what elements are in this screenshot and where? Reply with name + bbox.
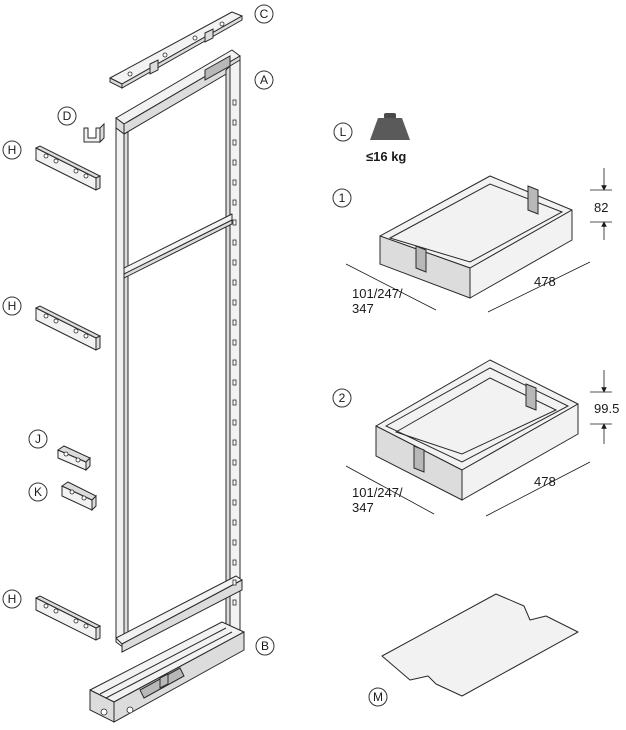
frame-slot-hole xyxy=(232,399,237,406)
tray-2-dimensions xyxy=(345,370,612,517)
frame-slot-hole xyxy=(232,499,237,506)
callout-h-top: H xyxy=(2,140,22,160)
svg-text:M: M xyxy=(373,690,383,704)
frame-slot-hole xyxy=(232,319,237,326)
connector-k xyxy=(60,481,97,512)
svg-text:1: 1 xyxy=(339,191,346,205)
frame-slot-hole xyxy=(232,539,237,546)
callout-m: M xyxy=(368,687,388,707)
svg-text:J: J xyxy=(35,432,41,446)
svg-text:H: H xyxy=(8,592,17,606)
frame-slot-hole xyxy=(232,239,237,246)
frame-slot-hole xyxy=(232,139,237,146)
tray-1 xyxy=(379,175,573,299)
top-bracket-c xyxy=(109,11,243,89)
frame-slot-hole xyxy=(232,119,237,126)
svg-text:H: H xyxy=(8,143,17,157)
tray-2 xyxy=(375,359,579,501)
clip-d xyxy=(83,122,105,144)
callout-h-bottom: H xyxy=(2,589,22,609)
callout-tray-1: 1 xyxy=(332,188,352,208)
tray-2-length: 478 xyxy=(534,474,556,489)
frame-slot-hole xyxy=(232,479,237,486)
frame-slot-hole xyxy=(232,419,237,426)
frame-a xyxy=(115,49,243,653)
tray-1-width-line2: 347 xyxy=(352,301,374,316)
wall-bracket-h-top xyxy=(34,145,102,191)
connector-j xyxy=(56,445,91,472)
frame-slot-hole xyxy=(232,259,237,266)
callout-b: B xyxy=(255,636,275,656)
callout-h-middle: H xyxy=(2,296,22,316)
callout-d: D xyxy=(57,106,77,126)
tray-2-width-line2: 347 xyxy=(352,500,374,515)
svg-text:H: H xyxy=(8,299,17,313)
frame-slot-hole xyxy=(232,459,237,466)
bottom-runner-b xyxy=(89,621,245,723)
callout-c: C xyxy=(254,4,274,24)
tray-2-height: 99.5 xyxy=(594,401,619,416)
svg-text:2: 2 xyxy=(339,391,346,405)
frame-slot-hole xyxy=(232,299,237,306)
callout-tray-2: 2 xyxy=(332,388,352,408)
frame-slot-hole xyxy=(232,279,237,286)
frame-slot-hole xyxy=(232,179,237,186)
tray-1-height: 82 xyxy=(594,200,608,215)
frame-slot-hole xyxy=(232,199,237,206)
callout-l: L xyxy=(333,122,353,142)
callout-a: A xyxy=(254,70,274,90)
base-mat-m xyxy=(381,593,579,697)
wall-bracket-h-bottom xyxy=(34,595,102,641)
tray-1-length: 478 xyxy=(534,274,556,289)
load-limit-label: ≤16 kg xyxy=(366,149,406,164)
tray-1-dimensions xyxy=(345,168,612,313)
frame-slot-hole xyxy=(232,379,237,386)
svg-text:D: D xyxy=(63,109,72,123)
wall-bracket-h-middle xyxy=(34,305,102,351)
frame-slot-hole xyxy=(232,559,237,566)
frame-slot-holes xyxy=(232,99,237,606)
svg-text:C: C xyxy=(260,7,269,21)
svg-text:L: L xyxy=(340,125,347,139)
frame-slot-hole xyxy=(232,439,237,446)
callout-j: J xyxy=(28,429,48,449)
frame-slot-hole xyxy=(232,159,237,166)
frame-slot-hole xyxy=(232,99,237,106)
svg-text:A: A xyxy=(260,73,268,87)
frame-slot-hole xyxy=(232,219,237,226)
svg-text:K: K xyxy=(34,485,42,499)
svg-text:B: B xyxy=(261,639,269,653)
tray-2-width-line1: 101/247/ xyxy=(352,485,403,500)
frame-slot-hole xyxy=(232,339,237,346)
frame-slot-hole xyxy=(232,359,237,366)
frame-slot-hole xyxy=(232,599,237,606)
tray-1-width-line1: 101/247/ xyxy=(352,286,403,301)
weight-icon xyxy=(370,113,410,140)
frame-slot-hole xyxy=(232,579,237,586)
frame-slot-hole xyxy=(232,519,237,526)
callout-k: K xyxy=(28,482,48,502)
